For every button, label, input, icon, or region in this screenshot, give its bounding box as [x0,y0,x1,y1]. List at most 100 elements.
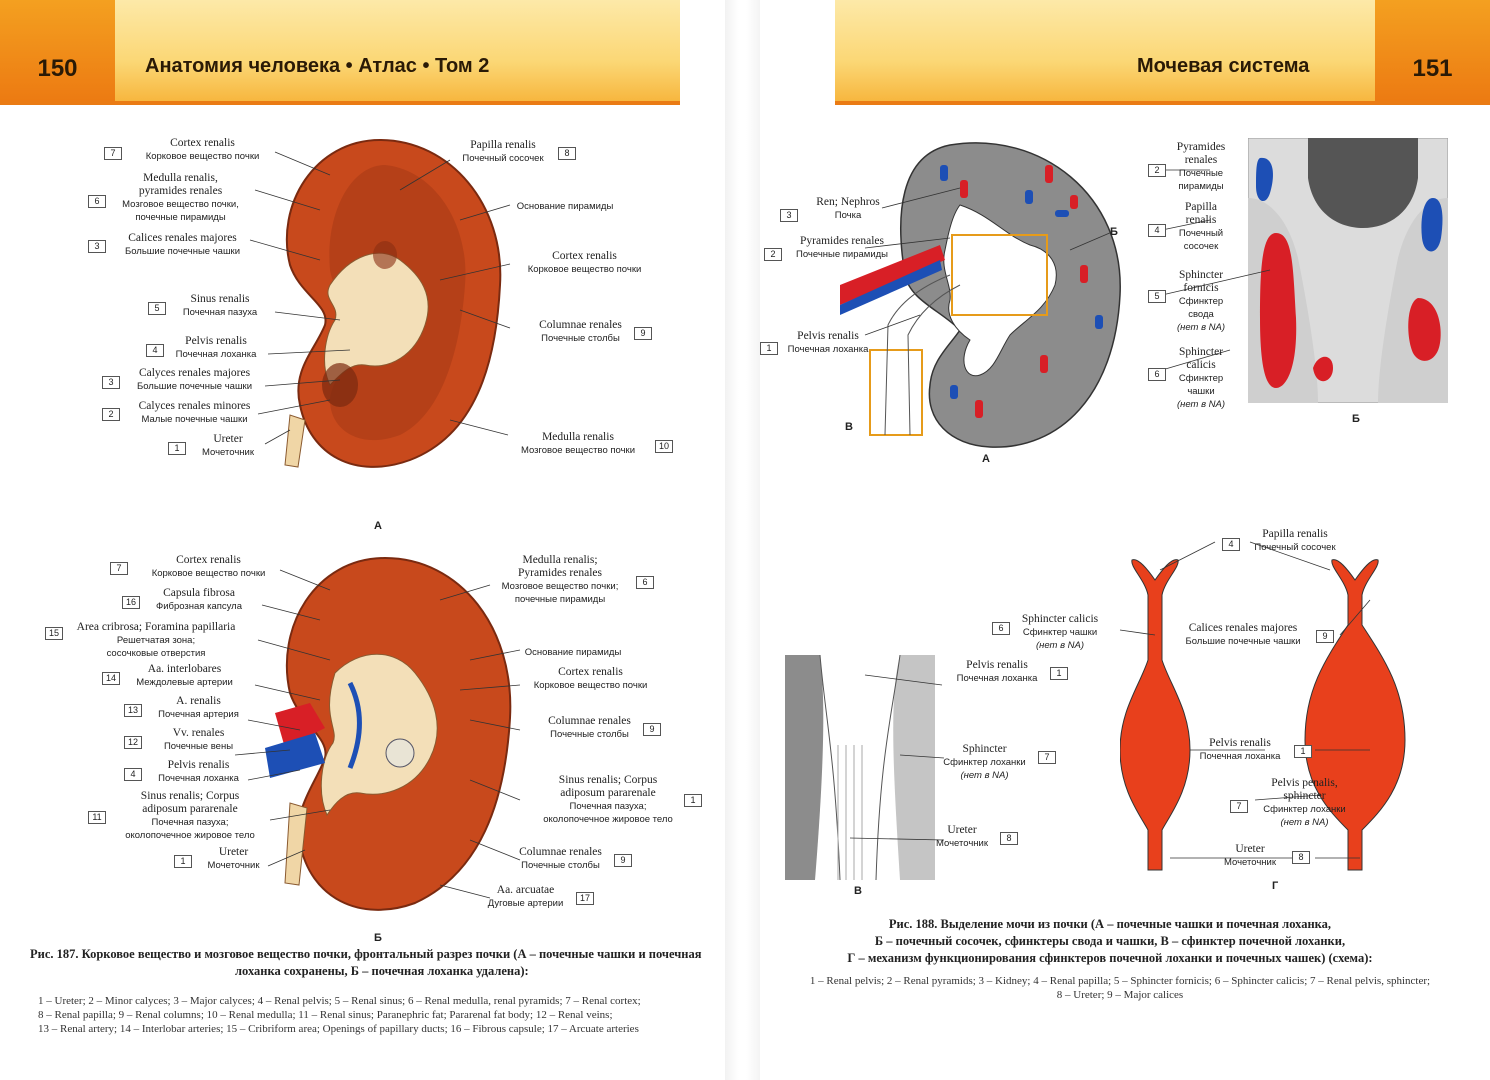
right-header-rule [835,101,1490,105]
label-medulla-pyramides-b: Medulla renalis;Pyramides renales Мозгов… [501,554,619,605]
label-number: 6 [1148,368,1166,381]
label-number: 12 [124,736,142,749]
figure-188-legend: 1 – Renal pelvis; 2 – Renal pyramids; 3 … [809,975,1431,1001]
label-number: 6 [992,622,1010,635]
label-number: 9 [614,854,632,867]
label-number: 11 [88,811,106,824]
label-number: 8 [1292,851,1310,864]
left-page-number: 150 [0,0,115,103]
label-number: 4 [1148,224,1166,237]
right-page: 151 Мочевая система [760,0,1490,1080]
label-number: 1 [1294,745,1312,758]
label-number: 7 [1038,751,1056,764]
figure-b-letter: Б [374,932,382,944]
right-running-title: Мочевая система [1137,55,1310,77]
figure-v-letter: В [854,885,862,897]
figure-188-caption: Рис. 188. Выделение мочи из почки (А – п… [847,917,1373,965]
label-number: 7 [110,562,128,575]
label-number: 9 [634,327,652,340]
inset-marker-b: Б [1110,226,1118,238]
label-number: 15 [45,627,63,640]
label-number: 2 [764,248,782,261]
label-number: 3 [88,240,106,253]
label-number: 13 [124,704,142,717]
left-header-rule [0,101,680,105]
label-number: 6 [88,195,106,208]
kidney-section-a-illustration [284,138,502,468]
pelvis-sphincter-schematic-v [780,655,940,880]
label-number: 6 [636,576,654,589]
left-page: 150 Анатомия человека • Атлас • Том 2 [0,0,725,1080]
label-number: 1 [1050,667,1068,680]
label-number: 9 [1316,630,1334,643]
label-medulla-renalis: Medulla renalis,pyramides renales Мозгов… [122,172,239,223]
label-number: 4 [124,768,142,781]
label-number: 7 [104,147,122,160]
inset-marker-v: В [845,421,853,433]
left-leader-lines [234,151,521,899]
label-number: 5 [148,302,166,315]
figure-187-caption: Рис. 187. Корковое вещество и мозговое в… [30,947,702,978]
figure-a-letter-right: А [982,453,990,465]
label-number: 5 [1148,290,1166,303]
figure-187-legend: 1 – Ureter; 2 – Minor calyces; 3 – Major… [38,995,641,1035]
papilla-schematic-b [1248,138,1448,403]
kidney-section-b-illustration [265,556,512,911]
label-number: 7 [1230,800,1248,813]
kidney-schematic-a [840,142,1121,448]
figure-a-letter: А [374,520,382,532]
label-number: 4 [1222,538,1240,551]
label-number: 1 [168,442,186,455]
label-number: 8 [558,147,576,160]
sphincter-mechanism-schematic-g [1120,559,1406,871]
label-pelvis-sphincter-g: Pelvis penalis,sphincter Сфинктер лоханк… [1263,777,1346,828]
label-pyramid-base-b: Основание пирамиды [524,647,622,658]
label-number: 10 [655,440,673,453]
right-page-number: 151 [1375,0,1490,103]
label-number: 2 [102,408,120,421]
label-number: 3 [780,209,798,222]
label-number: 3 [102,376,120,389]
label-number: 1 [174,855,192,868]
label-number: 2 [1148,164,1166,177]
book-gutter [725,0,760,1080]
label-pyramid-base: Основание пирамиды [516,201,614,212]
label-number: 1 [684,794,702,807]
